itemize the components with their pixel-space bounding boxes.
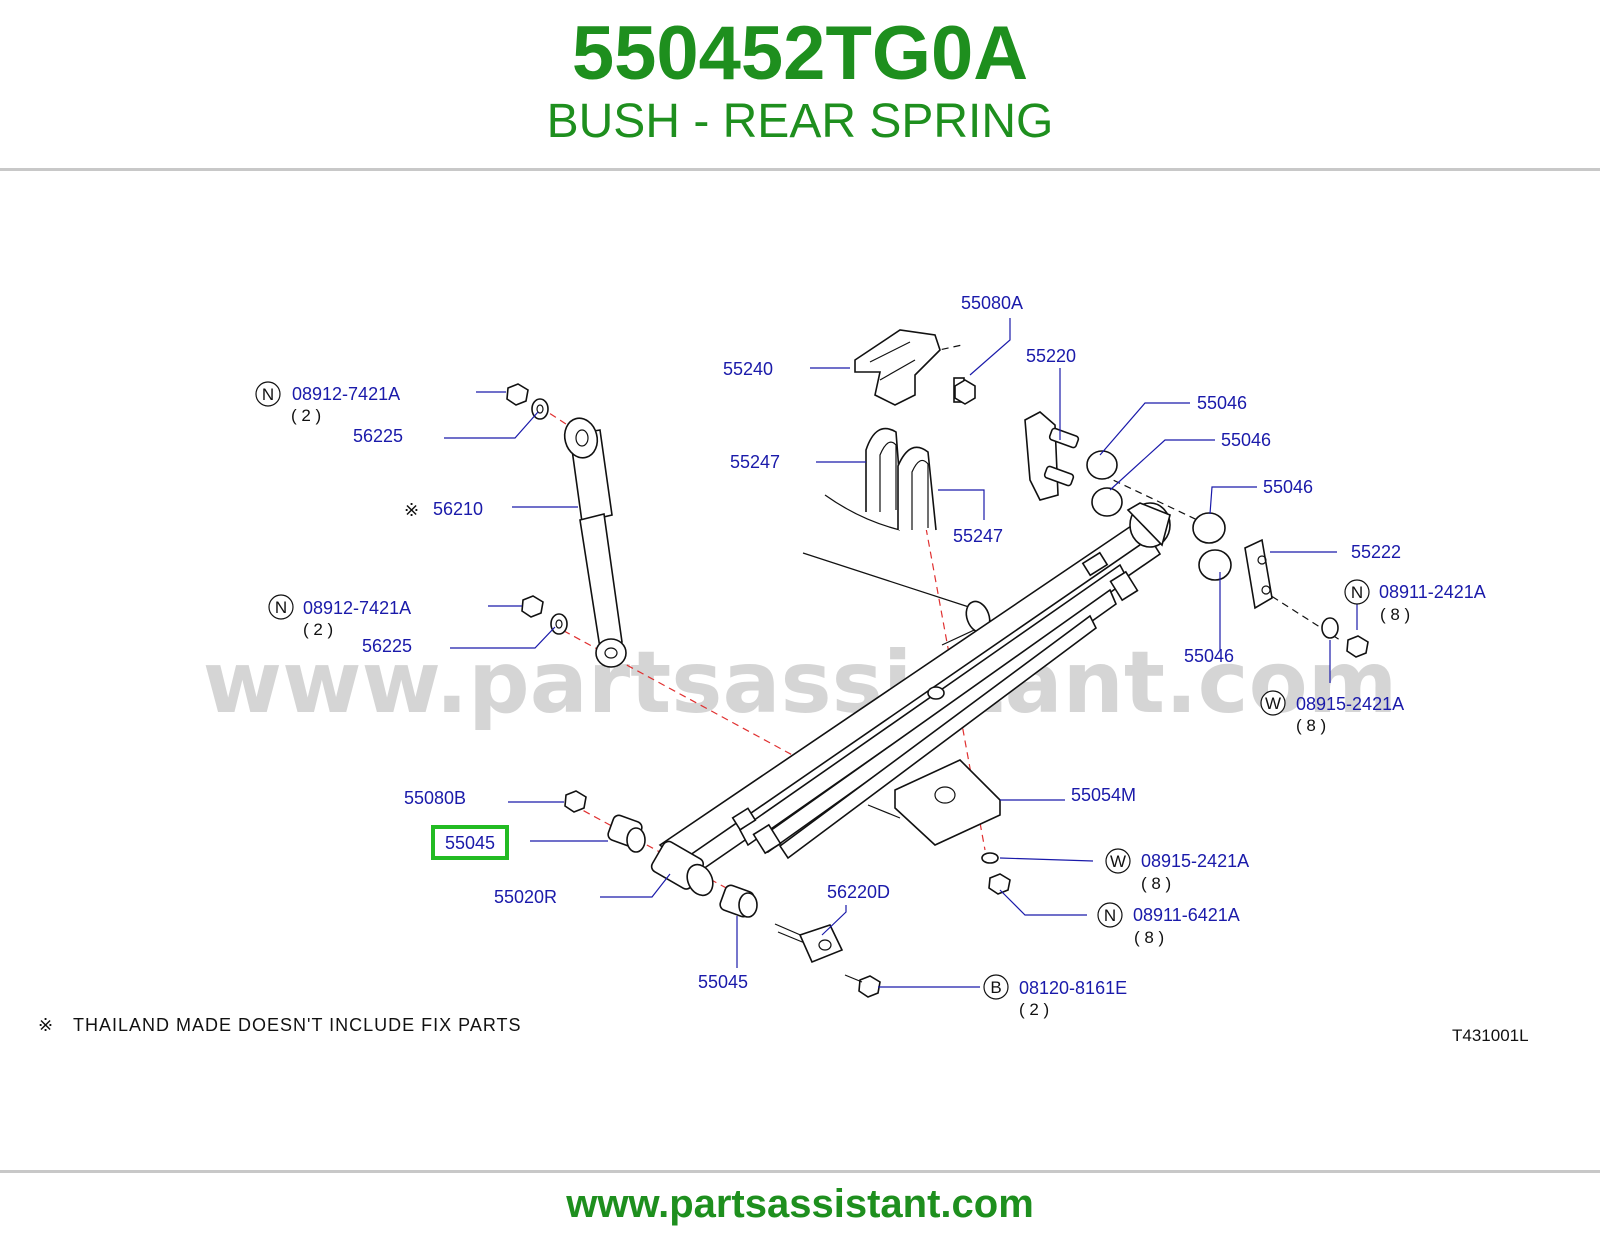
callout-label[interactable]: 08911-6421A: [1133, 905, 1240, 925]
callout-marker-letter: N: [275, 598, 287, 617]
callout-marker-letter: N: [1351, 583, 1363, 602]
callout-marker: [1097, 902, 1123, 928]
callout-marker-letter: N: [1104, 906, 1116, 925]
callout-qty: ( 8 ): [1134, 928, 1164, 947]
shock-absorber-illustration: [563, 417, 627, 668]
callout-marker: [268, 594, 294, 620]
callout-label[interactable]: 55247: [953, 526, 1003, 546]
note-symbol: ※: [38, 1015, 54, 1035]
callout-qty: ( 2 ): [291, 406, 321, 425]
callout-label[interactable]: 56220D: [827, 882, 890, 902]
highlighted-callout[interactable]: 55045: [431, 825, 509, 860]
callout-qty: ( 2 ): [1019, 1000, 1049, 1019]
callout-marker: [255, 381, 281, 407]
callout-marker: [1260, 690, 1286, 716]
callout-label[interactable]: 55080A: [961, 293, 1023, 313]
callout-label[interactable]: 08915-2421A: [1141, 851, 1249, 871]
callout-highlight-box: [431, 825, 509, 860]
callout-group: B 08120-8161E ( 2 ): [983, 974, 1127, 1019]
part-description: BUSH - REAR SPRING: [546, 95, 1054, 148]
shock-upper-hardware: [506, 383, 568, 635]
callout-label[interactable]: 56225: [353, 426, 403, 446]
spring-hanger-illustration: [1024, 411, 1232, 581]
frame-rail: [802, 494, 991, 646]
callout-label[interactable]: 08911-2421A: [1379, 582, 1486, 602]
spring-seat-illustration: [867, 759, 1011, 895]
header-divider: [0, 168, 1600, 171]
callout-label[interactable]: 08915-2421A: [1296, 694, 1404, 714]
shackle-plate-illustration: [1244, 538, 1369, 658]
callout-marker-letter: N: [262, 385, 274, 404]
callout-label[interactable]: 55046: [1197, 393, 1247, 413]
shackle-pin-illustration: [774, 923, 881, 998]
callout-label[interactable]: 55247: [730, 452, 780, 472]
callout-group: ※ 56210: [404, 499, 483, 520]
callout-marker-letter: B: [990, 978, 1001, 997]
diagram-code: T431001L: [1452, 1026, 1529, 1045]
rear-bushes-illustration: [564, 790, 758, 918]
callout-label[interactable]: 56210: [433, 499, 483, 519]
callout-label[interactable]: 55080B: [404, 788, 466, 808]
u-bolts-illustration: [865, 427, 937, 531]
callout-marker-letter: W: [1265, 694, 1281, 713]
callout-label-highlighted[interactable]: 55045: [445, 833, 495, 853]
leader-lines: [444, 318, 1358, 988]
callout-label[interactable]: 08120-8161E: [1019, 978, 1127, 998]
callout-marker: [1344, 579, 1370, 605]
callout-label[interactable]: 55046: [1221, 430, 1271, 450]
callout-label[interactable]: 55046: [1184, 646, 1234, 666]
callouts: 55080A 55240 55220 N 08912-7421A ( 2 ) 5…: [255, 293, 1486, 1019]
callout-qty: ( 8 ): [1380, 605, 1410, 624]
footer-divider: [0, 1170, 1600, 1173]
callout-marker: [1105, 848, 1131, 874]
callout-label[interactable]: 55054M: [1071, 785, 1136, 805]
header: 550452TG0A BUSH - REAR SPRING: [0, 0, 1600, 168]
callout-group: W 08915-2421A ( 8 ): [1105, 848, 1249, 893]
note-symbol: ※: [404, 500, 419, 520]
callout-group: N 08911-6421A ( 8 ): [1097, 902, 1240, 947]
callout-label[interactable]: 55046: [1263, 477, 1313, 497]
callout-group: N 08912-7421A ( 2 ): [268, 594, 411, 639]
callout-marker-letter: W: [1110, 852, 1126, 871]
callout-label[interactable]: 56225: [362, 636, 412, 656]
footnote-text: THAILAND MADE DOESN'T INCLUDE FIX PARTS: [73, 1015, 522, 1035]
callout-label[interactable]: 08912-7421A: [303, 598, 411, 618]
callout-label[interactable]: 55220: [1026, 346, 1076, 366]
callout-qty: ( 2 ): [303, 620, 333, 639]
callout-label[interactable]: 55045: [698, 972, 748, 992]
callout-group: N 08912-7421A ( 2 ): [255, 381, 400, 425]
footer-url[interactable]: www.partsassistant.com: [566, 1182, 1034, 1226]
bump-stopper-illustration: [854, 329, 976, 406]
leaf-spring-illustration: [650, 502, 1171, 897]
callout-qty: ( 8 ): [1141, 874, 1171, 893]
callout-group: W 08915-2421A ( 8 ): [1260, 690, 1404, 735]
callout-label[interactable]: 08912-7421A: [292, 384, 400, 404]
callout-group: N 08911-2421A ( 8 ): [1344, 579, 1486, 624]
watermark: www.partsassistant.com: [203, 633, 1398, 733]
callout-qty: ( 8 ): [1296, 716, 1326, 735]
callout-marker: [983, 974, 1009, 1000]
part-number: 550452TG0A: [571, 11, 1029, 96]
callout-label[interactable]: 55222: [1351, 542, 1401, 562]
callout-label[interactable]: 55020R: [494, 887, 557, 907]
callout-label[interactable]: 55240: [723, 359, 773, 379]
